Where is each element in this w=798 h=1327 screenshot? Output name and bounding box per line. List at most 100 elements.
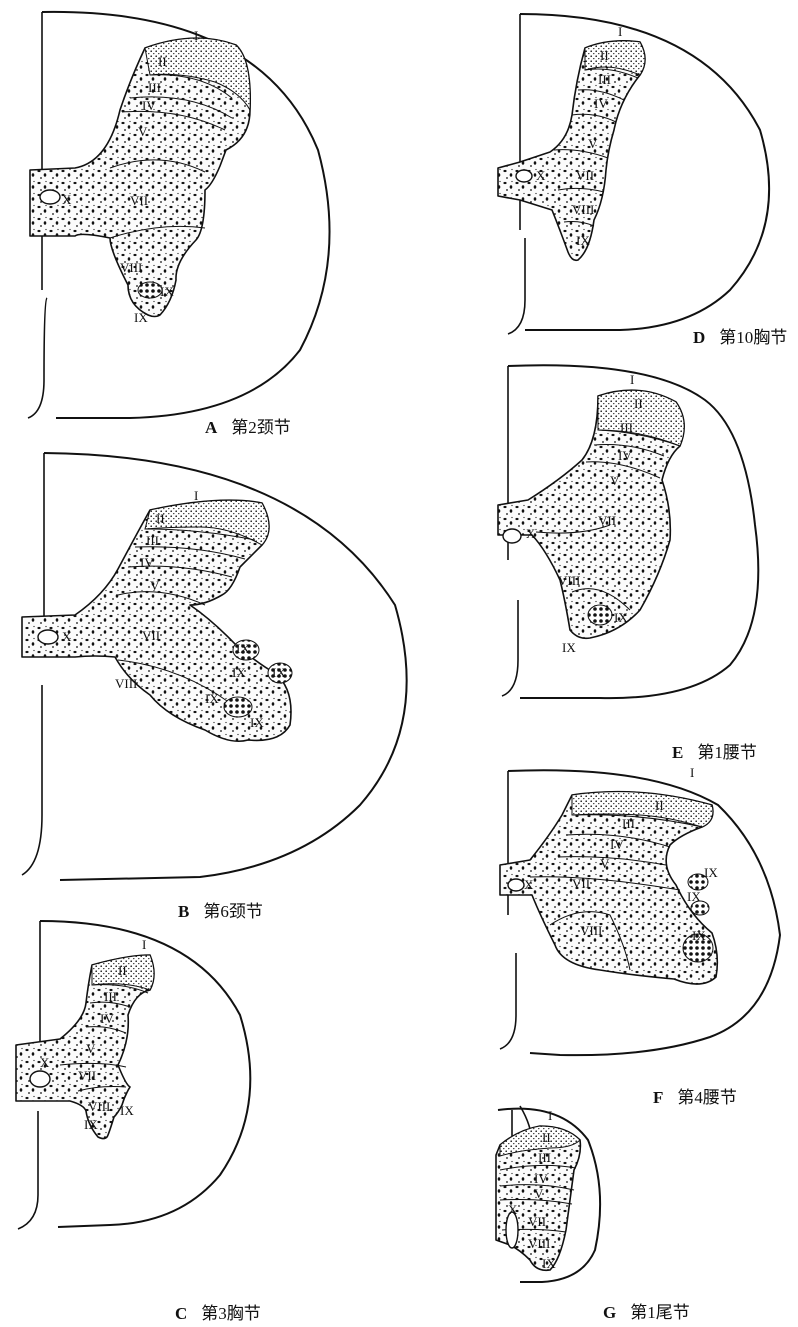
lamina-label: II <box>542 1130 551 1145</box>
lamina-label: III <box>622 816 635 831</box>
lamina-label: VII <box>78 1068 96 1083</box>
lamina-label: V <box>588 136 598 151</box>
lamina-label: IX <box>160 284 174 299</box>
motor-nucleus <box>138 282 162 298</box>
lamina-label: I <box>690 765 694 780</box>
lamina-label: I <box>194 488 198 503</box>
lamina-label: IX <box>120 1103 134 1118</box>
panel-letter: C <box>175 1304 187 1323</box>
lamina-label: IX <box>704 865 718 880</box>
motor-nucleus <box>588 605 612 625</box>
panel-letter: F <box>653 1088 663 1107</box>
central-canal <box>40 190 60 204</box>
lamina-label: IV <box>534 1171 548 1186</box>
lamina-label: IX <box>232 665 246 680</box>
lamina-label: I <box>142 937 146 952</box>
lamina-label: III <box>104 989 117 1004</box>
panel-g-diagram: I II III IV V VII VIII IX X <box>490 1100 630 1290</box>
panel-f-diagram: I II III IV V VII VIII IX IX IX X <box>490 765 790 1065</box>
lamina-label: IX <box>614 610 628 625</box>
lamina-label: VIII <box>88 1099 110 1114</box>
lamina-label: VII <box>142 628 160 643</box>
panel-title: 第1腰节 <box>697 743 757 762</box>
lamina-label: I <box>618 24 622 39</box>
lamina-label: X <box>40 1055 50 1070</box>
lamina-label: IX <box>250 715 264 730</box>
central-canal <box>508 879 524 891</box>
figure-caption: E 第1腰节 <box>672 738 757 763</box>
lamina-label: IX <box>134 310 148 325</box>
panel-letter: D <box>693 328 705 347</box>
central-canal <box>30 1071 50 1087</box>
lamina-label: VIII <box>558 573 580 588</box>
lamina-label: VIII <box>580 923 602 938</box>
lamina-label: VIII <box>572 202 594 217</box>
lamina-label: VIII <box>120 260 142 275</box>
lamina-label: VII <box>576 168 594 183</box>
lamina-label: III <box>538 1150 551 1165</box>
lamina-label: X <box>526 526 536 541</box>
lamina-label: III <box>598 72 611 87</box>
lamina-label: V <box>138 124 148 139</box>
lamina-label: III <box>620 420 633 435</box>
lamina-label: X <box>62 629 72 644</box>
lamina-label: IV <box>142 98 156 113</box>
panel-letter: G <box>603 1303 616 1322</box>
lamina-label: IX <box>272 665 286 680</box>
panel-letter: E <box>672 743 683 762</box>
lamina-label: I <box>630 372 634 387</box>
panel-d-diagram: I II III IV V VII VIII IX X <box>490 0 790 345</box>
lamina-label: IX <box>576 233 590 248</box>
lamina-label: IX <box>84 1117 98 1132</box>
panel-c-diagram: I II III IV V VII VIII IX IX X <box>0 915 320 1235</box>
lamina-label: V <box>610 473 620 488</box>
panel-b-diagram: I II III IV V VII VIII IX IX IX IX IX X <box>0 445 440 885</box>
lamina-label: IX <box>562 640 576 655</box>
lamina-label: II <box>156 511 165 526</box>
lamina-label: IV <box>610 837 624 852</box>
central-canal <box>503 529 521 543</box>
lamina-label: X <box>508 1202 518 1217</box>
panel-title: 第1尾节 <box>630 1303 690 1322</box>
lamina-label: VII <box>572 876 590 891</box>
median-fissure <box>500 771 516 1049</box>
lamina-label: IX <box>236 641 250 656</box>
panel-title: 第2颈节 <box>231 418 291 437</box>
lamina-label: X <box>524 877 534 892</box>
lamina-label: II <box>118 963 127 978</box>
central-canal <box>38 630 58 644</box>
central-canal <box>516 170 532 182</box>
panel-title: 第4腰节 <box>677 1088 737 1107</box>
central-canal <box>506 1212 518 1248</box>
lamina-label: IX <box>542 1256 556 1271</box>
lamina-label: II <box>158 54 167 69</box>
figure-caption: G 第1尾节 <box>603 1298 690 1323</box>
lamina-label: IV <box>618 448 632 463</box>
lamina-label: V <box>150 578 160 593</box>
lamina-label: VII <box>528 1214 546 1229</box>
lamina-label: IX <box>692 928 706 943</box>
lamina-label: VIII <box>528 1236 550 1251</box>
lamina-label: IX <box>687 889 701 904</box>
lamina-label: VII <box>130 193 148 208</box>
median-fissure <box>22 453 44 875</box>
lamina-label: I <box>194 28 198 43</box>
lamina-label: I <box>548 1108 552 1123</box>
lamina-label: X <box>62 192 72 207</box>
lamina-label: IV <box>100 1011 114 1026</box>
panel-e-diagram: I II III IV V VII VIII IX IX X <box>490 360 790 705</box>
lamina-label: IV <box>140 555 154 570</box>
lamina-label: IX <box>205 691 219 706</box>
lamina-label: VIII <box>115 676 137 691</box>
lamina-label: IV <box>594 96 608 111</box>
lamina-label: II <box>655 798 664 813</box>
lamina-label: VII <box>598 513 616 528</box>
lamina-label: III <box>148 80 161 95</box>
panel-a-diagram: I II III IV V VII VIII IX IX X <box>0 0 400 440</box>
motor-nucleus <box>224 697 252 717</box>
lamina-label: V <box>86 1041 96 1056</box>
lamina-label: X <box>536 168 546 183</box>
